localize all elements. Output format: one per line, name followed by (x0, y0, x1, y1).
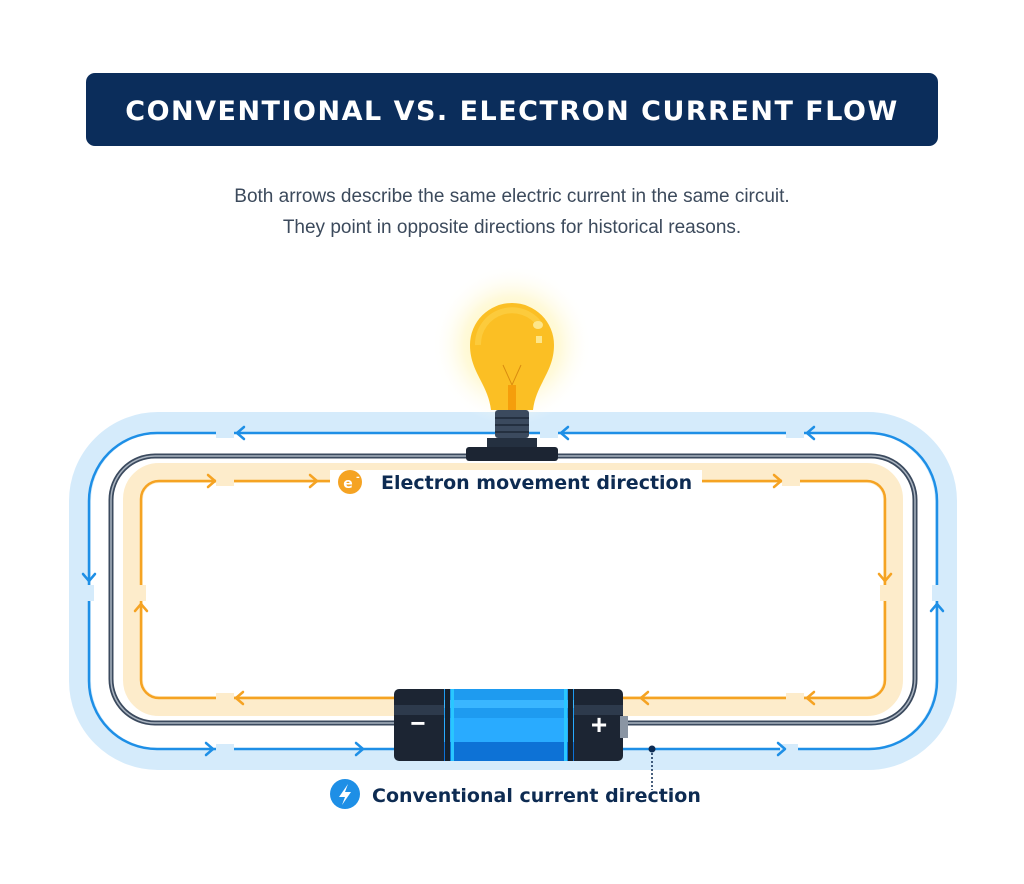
title-banner (86, 73, 938, 146)
arrow-right-icon (772, 473, 783, 489)
subtitle-line-1: Both arrows describe the same electric c… (234, 186, 789, 207)
electron-badge-icon (338, 470, 362, 494)
arrow-up-icon (929, 602, 945, 613)
arrow-down-icon (877, 572, 893, 583)
wire (108, 453, 918, 726)
arrow-left-icon (805, 425, 816, 441)
arrow-left-icon (235, 425, 246, 441)
conventional-arrows (81, 425, 945, 757)
light-bulb (432, 265, 592, 461)
arrow-right-icon (204, 741, 215, 757)
electron-band (123, 463, 903, 716)
arrow-left-icon (559, 425, 570, 441)
arrow-right-icon (776, 741, 787, 757)
arrow-right-icon (206, 473, 217, 489)
electron-line (139, 479, 887, 700)
conventional-label: Conventional current direction (372, 785, 701, 807)
title: CONVENTIONAL VS. ELECTRON CURRENT FLOW (125, 96, 898, 127)
battery: − + (394, 689, 628, 761)
arrow-left-icon (234, 690, 245, 706)
electron-label: Electron movement direction (381, 472, 692, 494)
electron-arrows (133, 473, 893, 706)
negative-terminal: − (410, 708, 425, 738)
arrow-left-icon (805, 690, 816, 706)
svg-text:-: - (356, 473, 360, 483)
arrow-down-icon (81, 572, 97, 583)
arrow-right-icon (354, 741, 365, 757)
subtitle-line-2: They point in opposite directions for hi… (283, 217, 741, 238)
svg-text:e: e (343, 476, 353, 492)
arrow-up-icon (133, 602, 149, 613)
positive-terminal: + (591, 709, 607, 740)
arrow-left-icon (639, 690, 650, 706)
arrow-right-icon (308, 473, 319, 489)
